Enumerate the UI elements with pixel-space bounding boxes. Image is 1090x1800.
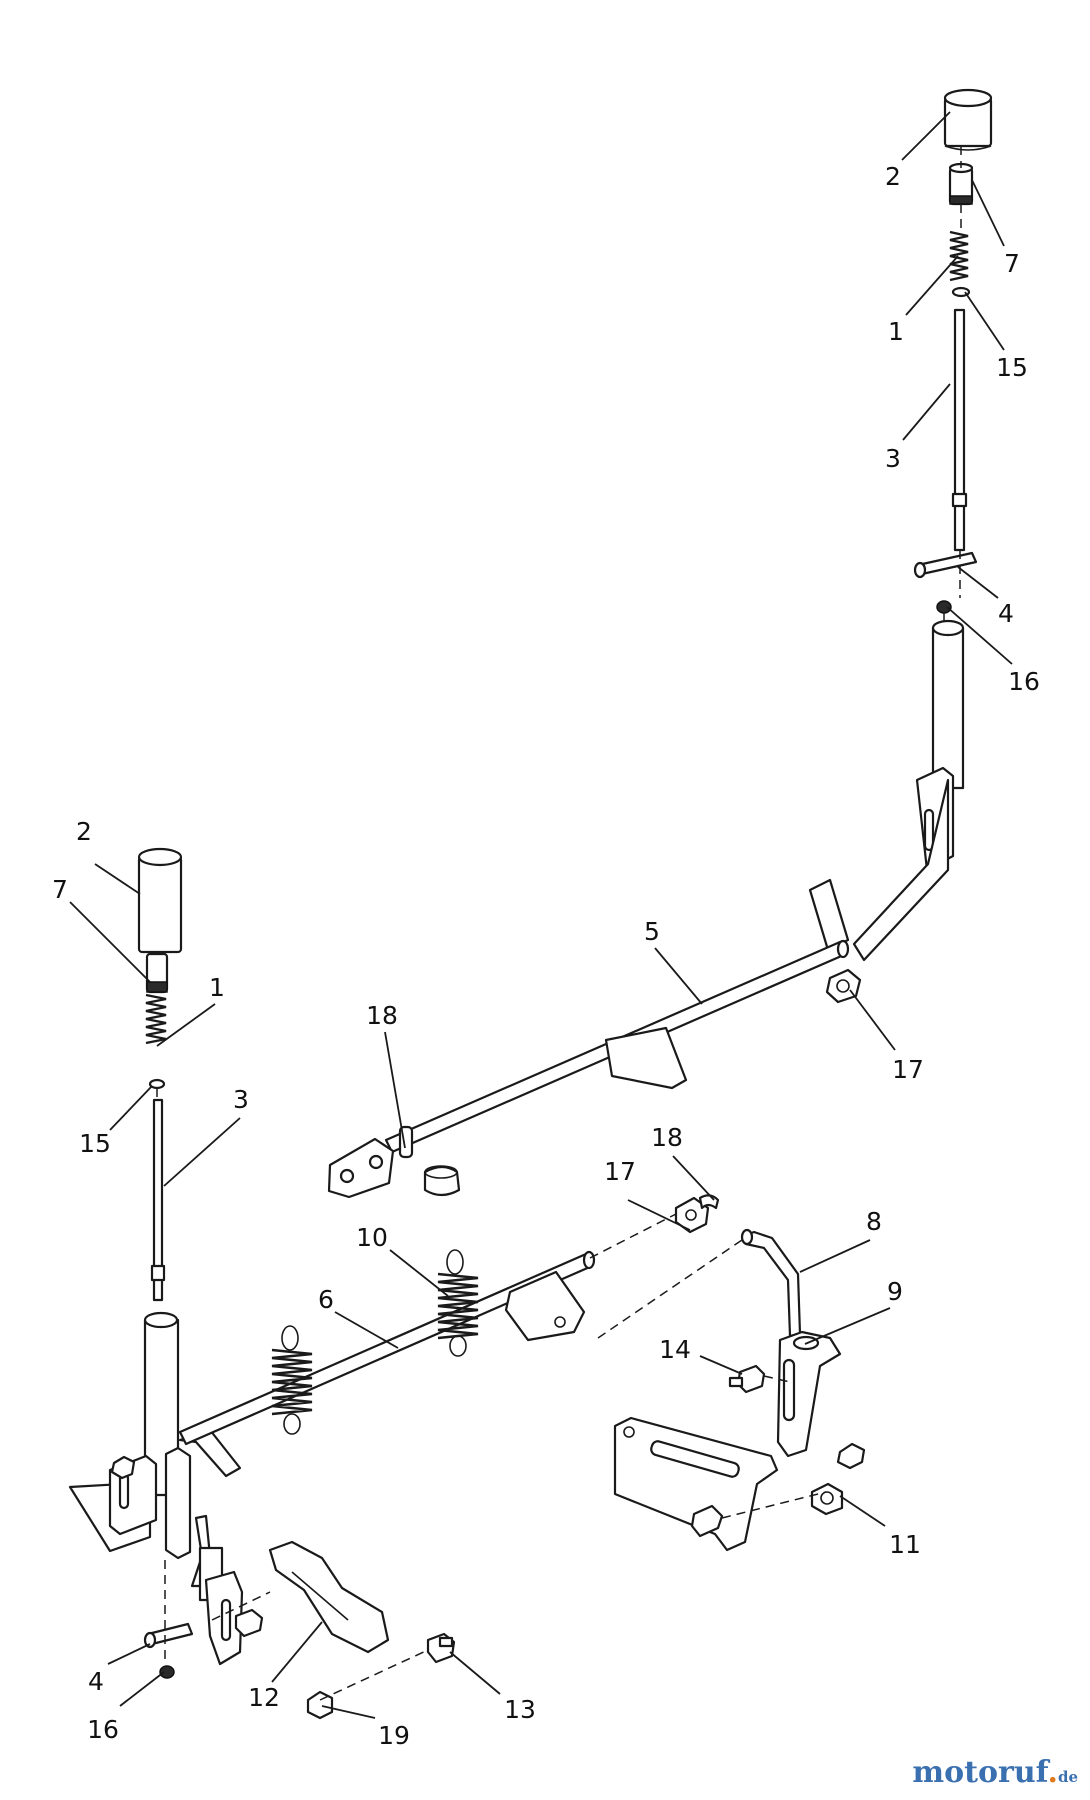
watermark-logo: motoruf.de [912, 1755, 1078, 1790]
callout-6: 6 [318, 1285, 334, 1314]
callout-12: 12 [248, 1683, 280, 1712]
link-arm-left [268, 1540, 390, 1654]
clevis-pin-mid [728, 1364, 766, 1394]
hex-nut-left [306, 1690, 334, 1720]
lift-shaft-lower [178, 1250, 596, 1446]
callout-4-top: 4 [998, 599, 1014, 628]
lift-shaft-upper [327, 939, 850, 1199]
callout-3-top: 3 [885, 444, 901, 473]
callout-13: 13 [504, 1695, 536, 1724]
nut-left [159, 1665, 175, 1679]
spring-left [145, 993, 167, 1045]
push-button-top [948, 162, 974, 206]
callout-19: 19 [378, 1721, 410, 1750]
watermark-dot: . [1047, 1755, 1058, 1790]
leader-lines [69, 111, 1013, 1719]
callout-17-top: 17 [892, 1055, 924, 1084]
watermark-tld: de [1057, 1768, 1078, 1786]
callout-15-left: 15 [79, 1129, 111, 1158]
clevis-lower-right [690, 1504, 724, 1538]
flange-nut-mid [674, 1196, 710, 1234]
callout-15-top: 15 [996, 353, 1028, 382]
lift-rod-top [951, 308, 968, 552]
callout-7-left: 7 [52, 875, 68, 904]
spring-top [949, 230, 969, 282]
callout-16-left: 16 [87, 1715, 119, 1744]
bushing-upper [423, 1165, 461, 1197]
hex-nut-right [810, 1442, 866, 1516]
left-lift-assembly [68, 847, 242, 1560]
flange-nut-upper [825, 968, 862, 1004]
nut-top [936, 600, 952, 614]
callout-18-mid: 18 [651, 1123, 683, 1152]
grip-cap-top [943, 88, 993, 151]
callout-9: 9 [887, 1277, 903, 1306]
callout-17-mid: 17 [604, 1157, 636, 1186]
callout-14: 14 [659, 1335, 691, 1364]
callout-1-top: 1 [888, 317, 904, 346]
callout-8: 8 [866, 1207, 882, 1236]
watermark-name: motoruf [912, 1755, 1048, 1790]
callout-5: 5 [644, 917, 660, 946]
callout-10: 10 [356, 1223, 388, 1252]
washer-top [951, 286, 971, 298]
extension-spring-right [437, 1249, 479, 1357]
clevis-lower-left [426, 1632, 456, 1664]
push-button-left [145, 952, 169, 994]
lift-tube-top [808, 619, 965, 962]
lower-left-linkage [190, 1514, 264, 1666]
grip-cap-left [137, 847, 183, 954]
lift-rod-left [150, 1098, 166, 1302]
assembly-lines [156, 146, 962, 1701]
callout-2-top: 2 [885, 162, 901, 191]
bushing-mid [698, 1194, 720, 1210]
callout-11: 11 [889, 1530, 921, 1559]
callout-2-left: 2 [76, 817, 92, 846]
callouts: 2 7 1 15 3 4 16 5 17 18 2 7 1 15 3 18 17… [52, 162, 1040, 1750]
clevis-pin-top [913, 551, 978, 579]
callout-1-left: 1 [209, 973, 225, 1002]
callout-3-left: 3 [233, 1085, 249, 1114]
lift-link [740, 1228, 802, 1338]
callout-4-left: 4 [88, 1667, 104, 1696]
callout-16-top: 16 [1008, 667, 1040, 696]
pivot-bracket-left [68, 1428, 242, 1560]
callout-7-top: 7 [1004, 249, 1020, 278]
callout-18-top: 18 [366, 1001, 398, 1030]
lift-arm [776, 1330, 842, 1458]
adjustment-link-plate [613, 1416, 779, 1552]
right-lift-assembly [808, 88, 993, 962]
clevis-pin-left [143, 1622, 194, 1649]
extension-spring-left [271, 1325, 313, 1435]
